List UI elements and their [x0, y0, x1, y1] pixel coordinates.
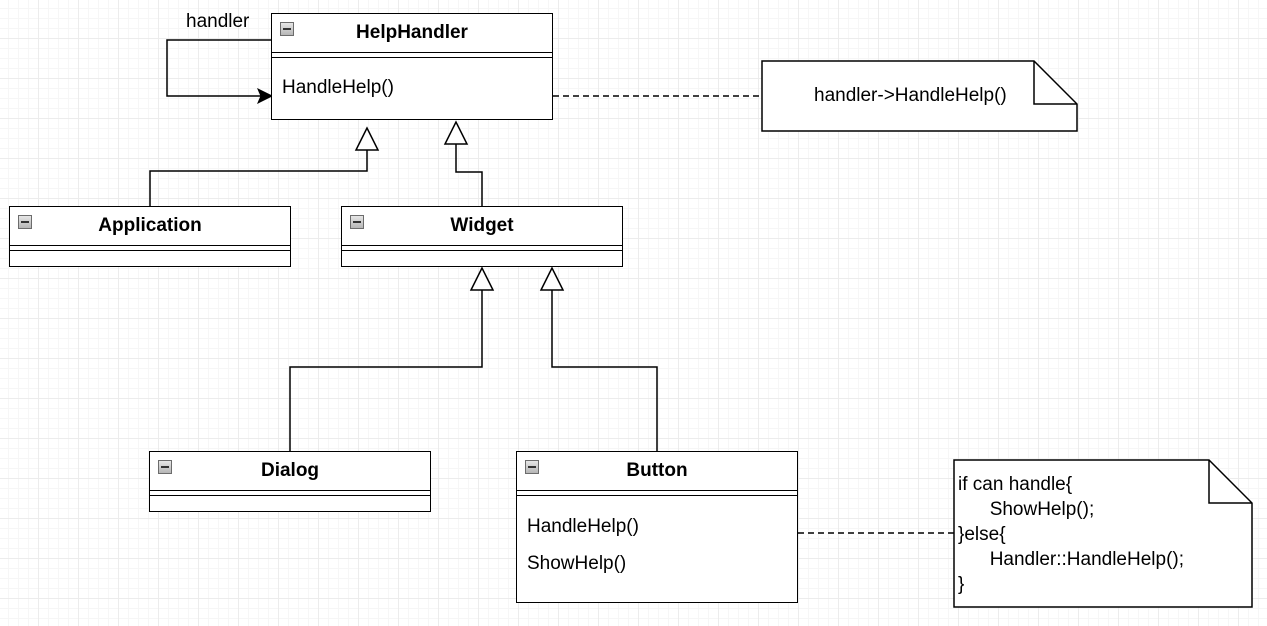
class-button[interactable]: Button HandleHelp() ShowHelp() [516, 451, 798, 603]
class-widget[interactable]: Widget [341, 206, 623, 267]
button-inheritance-line[interactable] [551, 290, 658, 452]
note-fold-handlehelp [1033, 61, 1077, 105]
application-inheritance-arrowhead [354, 126, 380, 151]
class-button-header: Button [517, 452, 797, 490]
application-inheritance-line[interactable] [149, 150, 368, 207]
association-label: handler [186, 11, 250, 32]
class-application[interactable]: Application [9, 206, 291, 267]
class-name: Widget [450, 215, 514, 236]
collapse-icon[interactable] [280, 22, 294, 36]
collapse-icon[interactable] [525, 460, 539, 474]
class-helphandler[interactable]: HelpHandler HandleHelp() [271, 13, 553, 120]
class-separator [342, 245, 622, 251]
class-widget-header: Widget [342, 207, 622, 245]
class-name: HelpHandler [356, 22, 468, 43]
method-showhelp[interactable]: ShowHelp() [527, 553, 627, 574]
association-arrowhead [257, 87, 274, 105]
method-handlehelp[interactable]: HandleHelp() [527, 516, 639, 537]
collapse-icon[interactable] [350, 215, 364, 229]
dialog-inheritance-line[interactable] [289, 290, 483, 452]
note-text-button: if can handle{ ShowHelp(); }else{ Handle… [958, 474, 1185, 595]
note-text-handlehelp: handler->HandleHelp() [814, 85, 1007, 106]
class-separator [10, 245, 290, 251]
class-separator [517, 490, 797, 496]
widget-inheritance-arrowhead [443, 120, 469, 145]
class-name: Application [98, 215, 202, 236]
class-helphandler-header: HelpHandler [272, 14, 552, 52]
class-name: Button [626, 460, 688, 481]
collapse-icon[interactable] [18, 215, 32, 229]
note-shape-handlehelp[interactable] [761, 60, 1078, 132]
method-handlehelp[interactable]: HandleHelp() [282, 77, 394, 98]
button-inheritance-arrowhead [539, 266, 565, 291]
note-fold-button [1208, 460, 1252, 504]
note-shape-button[interactable] [953, 459, 1253, 608]
self-association-line[interactable] [166, 39, 272, 97]
class-separator [272, 52, 552, 58]
class-dialog[interactable]: Dialog [149, 451, 431, 512]
dialog-inheritance-arrowhead [469, 266, 495, 291]
widget-inheritance-line[interactable] [455, 144, 483, 207]
class-application-header: Application [10, 207, 290, 245]
class-dialog-header: Dialog [150, 452, 430, 490]
collapse-icon[interactable] [158, 460, 172, 474]
class-separator [150, 490, 430, 496]
class-name: Dialog [260, 460, 320, 481]
